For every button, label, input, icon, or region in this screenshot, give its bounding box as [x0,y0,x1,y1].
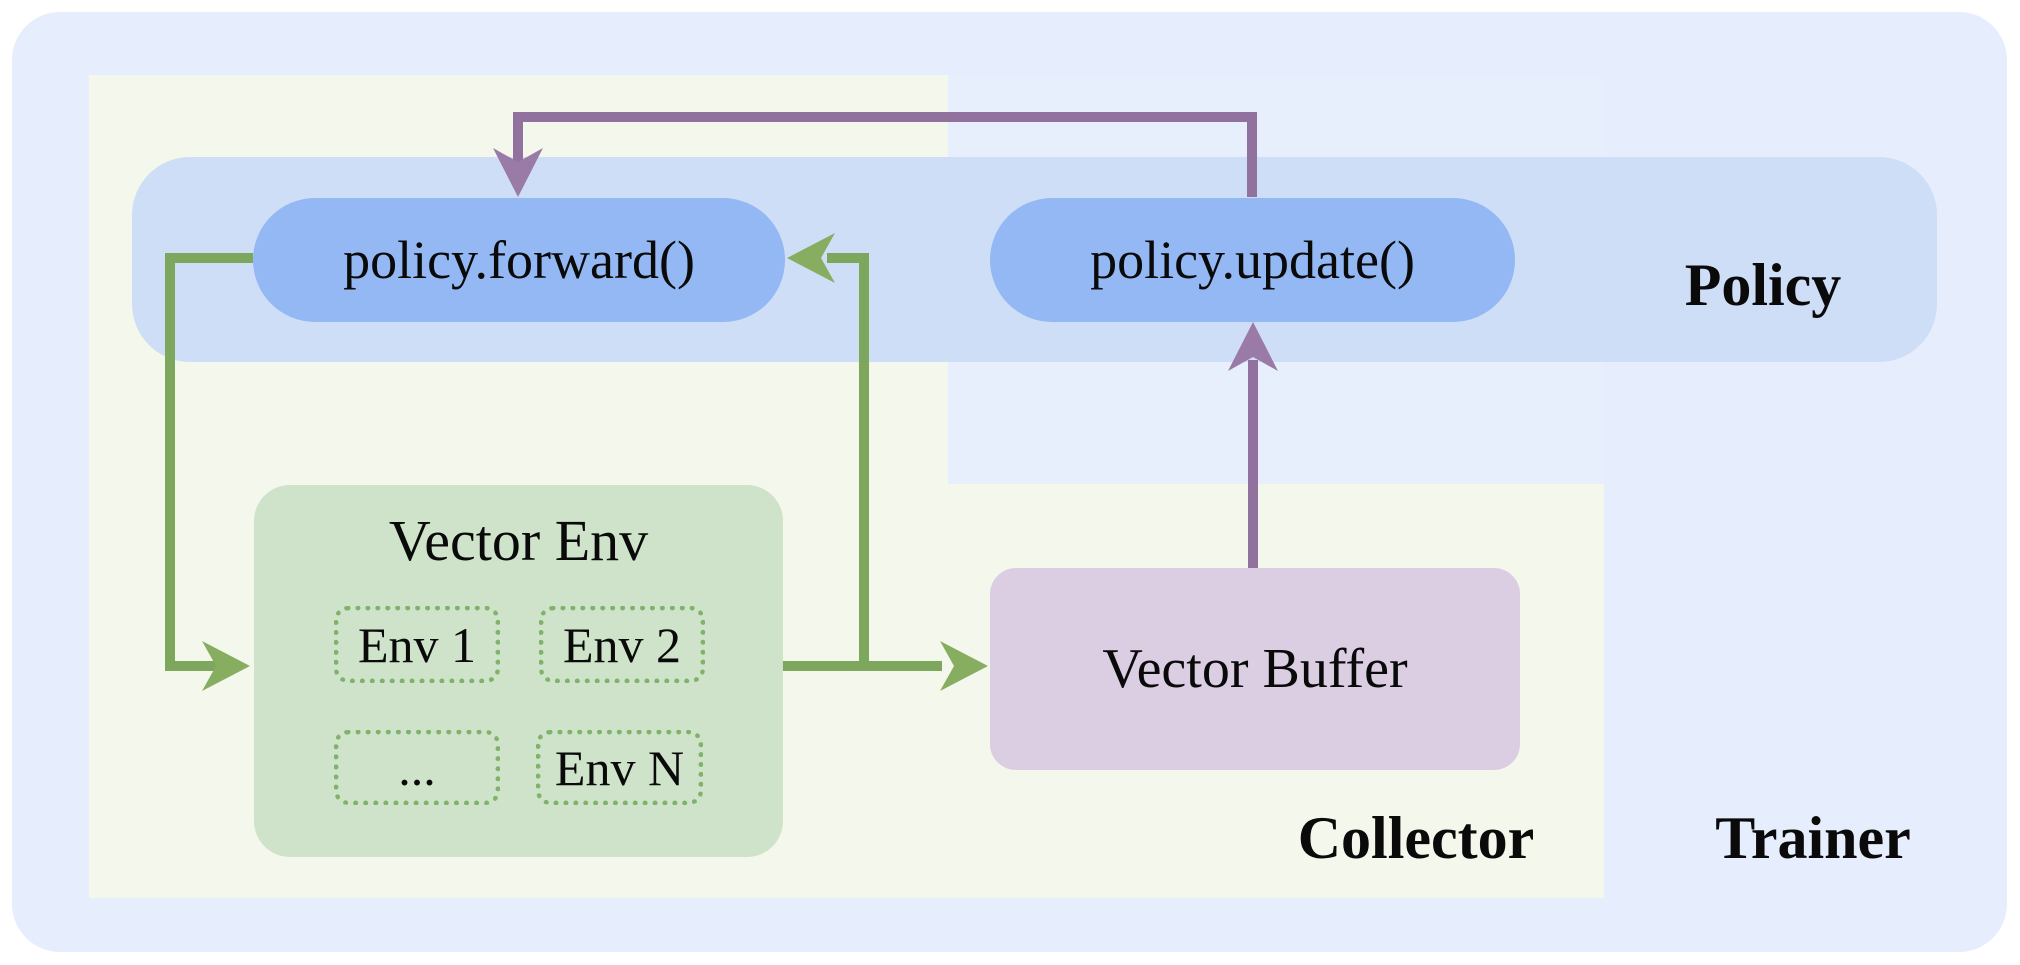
env-2-label: Env 2 [562,616,682,673]
env-ellipsis-box: ... [334,730,500,805]
policy-region-label: Policy [1684,252,1842,318]
vector-env-title: Vector Env [388,508,649,573]
trainer-region-label: Trainer [1715,805,1911,871]
env-1-label: Env 1 [357,616,477,673]
env-ellipsis-label: ... [398,739,436,796]
policy-update-label: policy.update() [1090,230,1415,290]
collector-region-label: Collector [1297,805,1535,871]
policy-update-node: policy.update() [990,198,1515,322]
policy-forward-label: policy.forward() [343,230,695,290]
policy-forward-node: policy.forward() [253,198,785,322]
env-2-box: Env 2 [539,606,705,683]
env-n-box: Env N [536,730,703,805]
vector-buffer-node: Vector Buffer [990,568,1520,770]
env-1-box: Env 1 [334,606,500,683]
vector-buffer-label: Vector Buffer [1102,638,1408,700]
env-n-label: Env N [554,739,685,796]
